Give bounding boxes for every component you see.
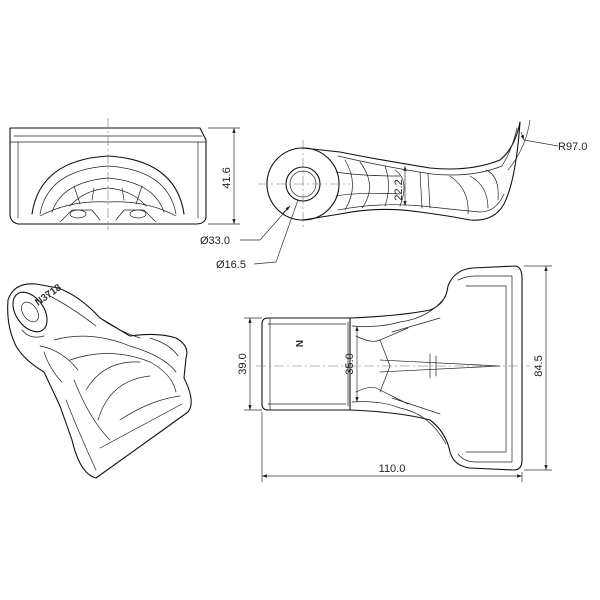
dim-radius: R97.0 (558, 141, 587, 153)
dim-neck-side: 22.2 (393, 179, 405, 200)
dim-bore-outer: Ø33.0 (200, 235, 230, 247)
dim-width-head: 84.5 (533, 355, 545, 376)
dim-height-front: 41.6 (221, 167, 233, 188)
dim-width-hub: 39.0 (237, 353, 249, 374)
side-view: R97.0 22.2 Ø33.0 Ø16.5 (200, 119, 587, 271)
hub-mark: N (293, 340, 304, 347)
front-view: 41.6 (9, 118, 240, 230)
dim-bore-inner: Ø16.5 (216, 259, 246, 271)
dim-length: 110.0 (379, 463, 406, 475)
dim-width-neck: 35.0 (344, 353, 356, 374)
isometric-view: N3718 (7, 282, 192, 479)
top-view: N 39.0 35.0 84.5 110.0 (237, 265, 552, 482)
